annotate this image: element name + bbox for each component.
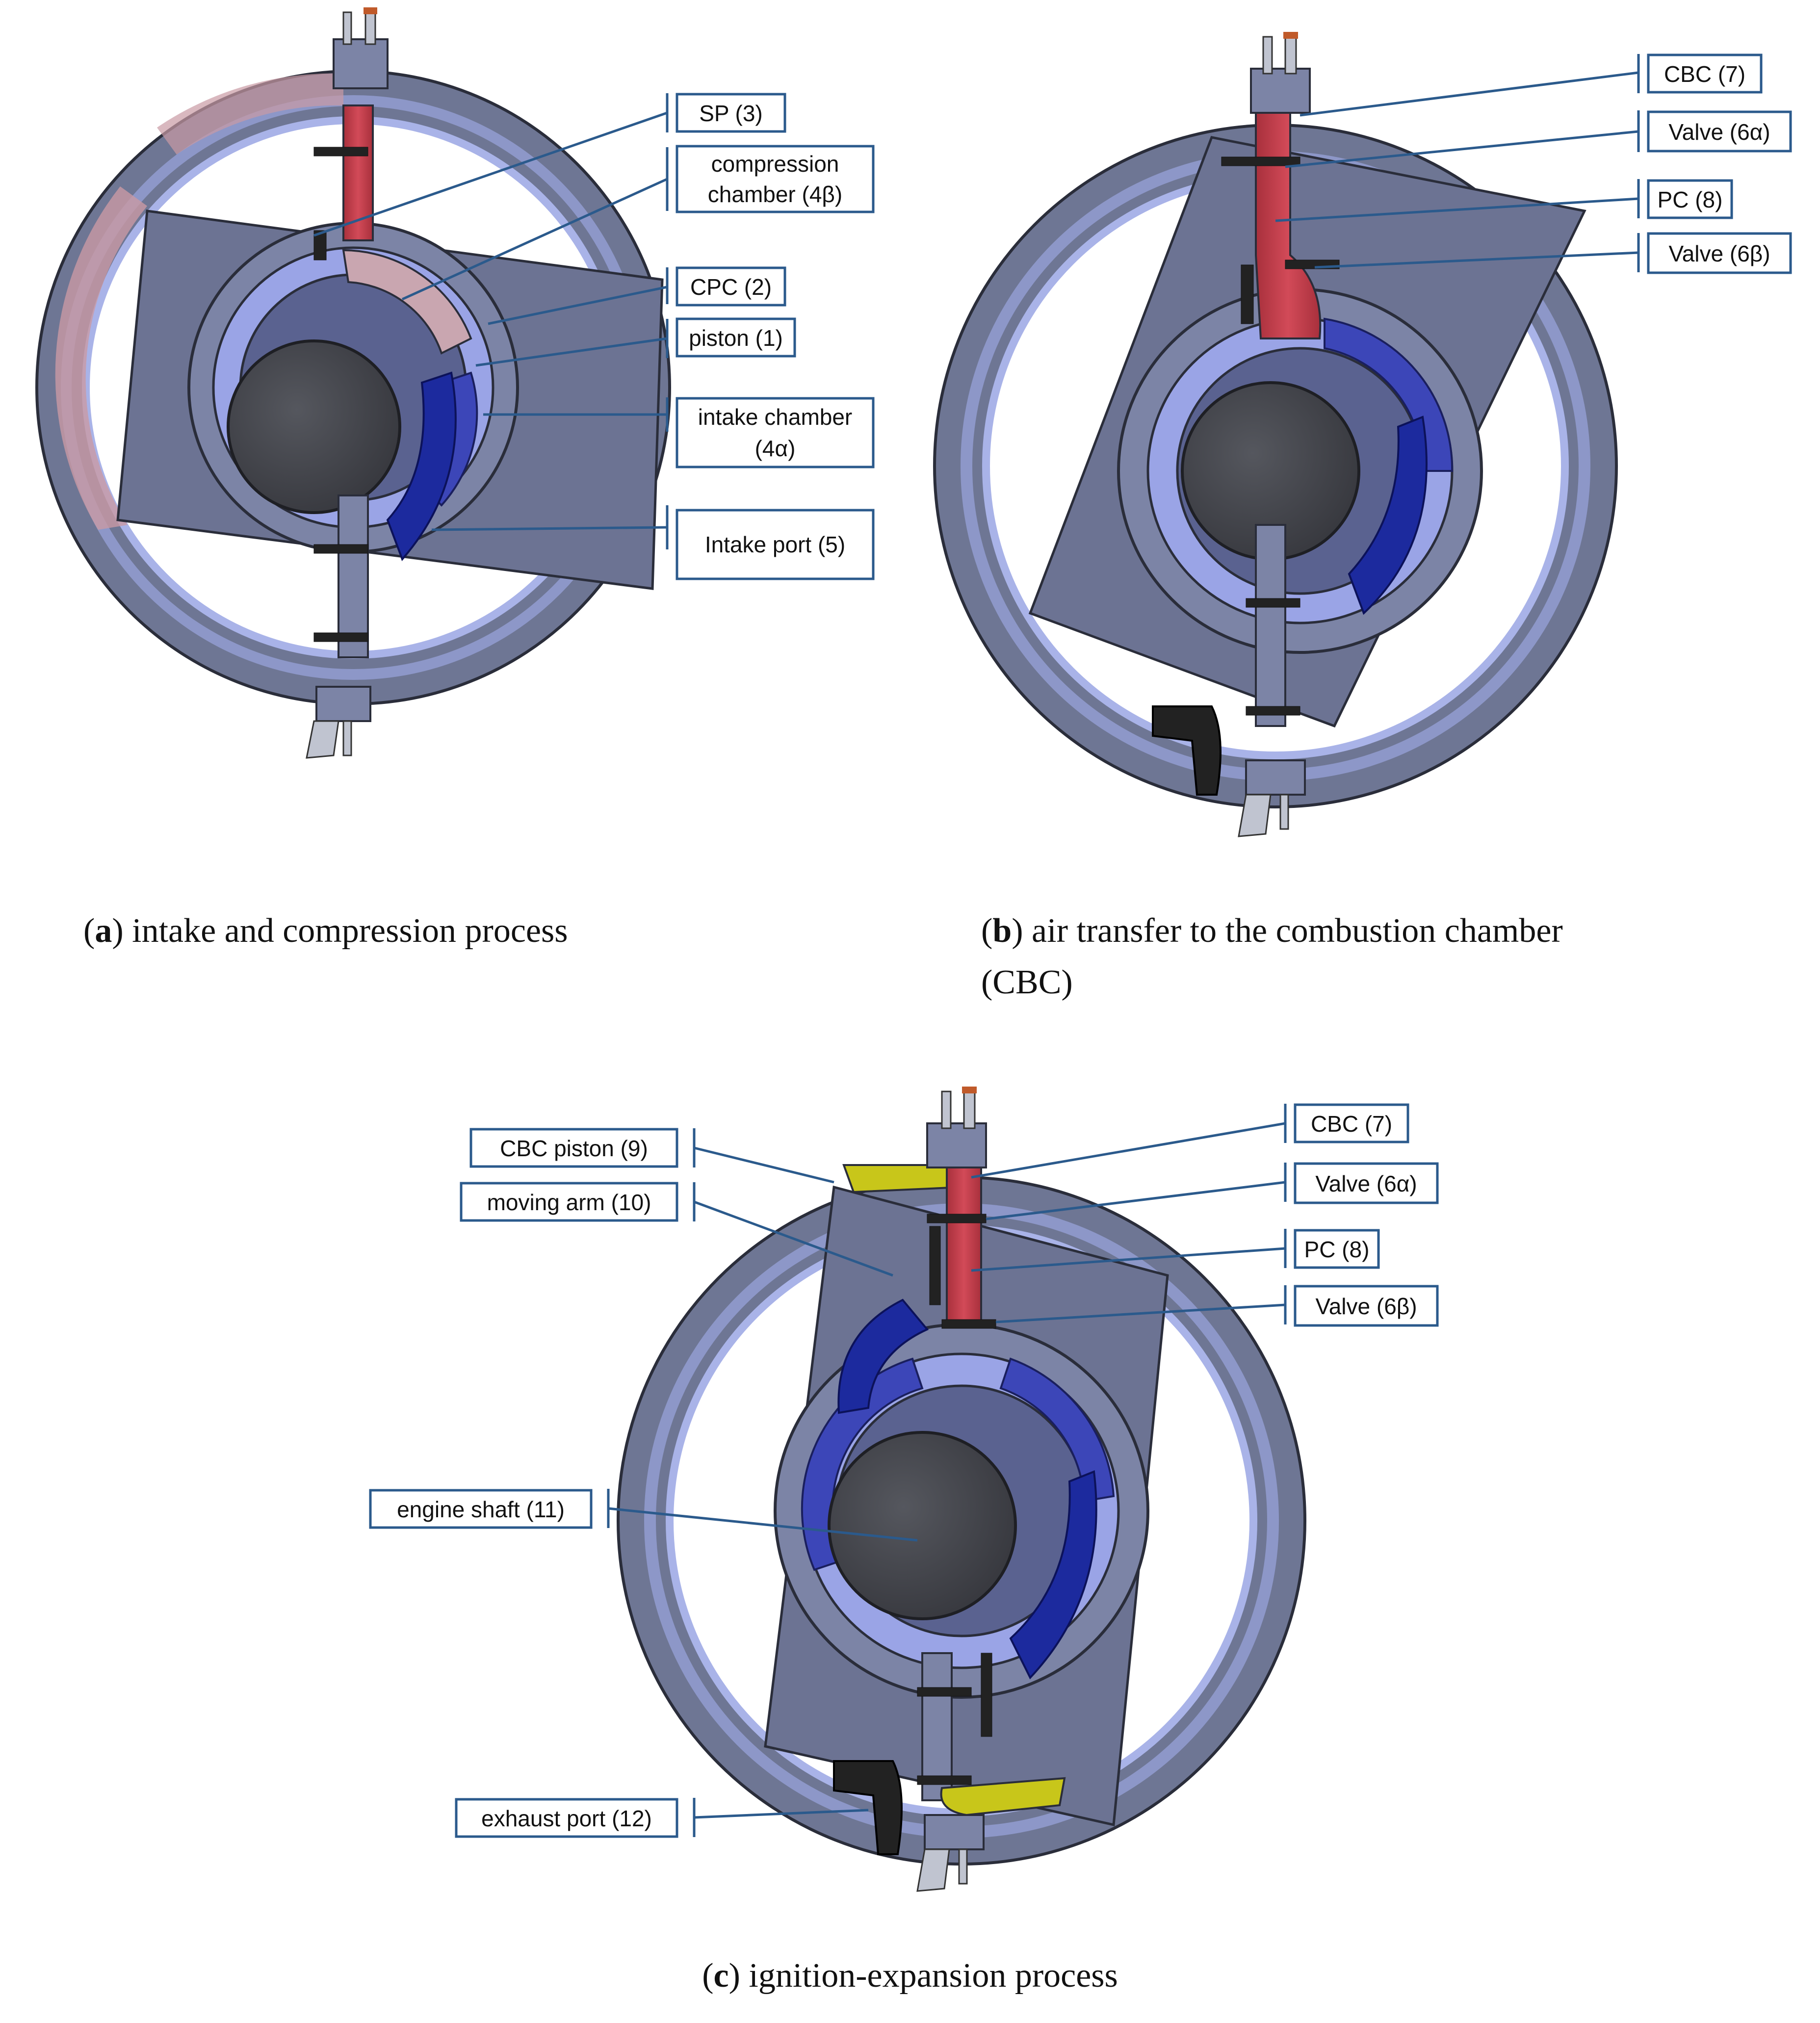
label-intake-chamber: intake chamber (4α) [676, 397, 875, 468]
panel-c-diagram [617, 1087, 1306, 1892]
intake-port-left [837, 1298, 929, 1414]
label-valve-beta: Valve (6β) [1647, 232, 1792, 274]
caption-c-text: ) ignition-expansion process [729, 1957, 1118, 1995]
pc-channel [342, 104, 374, 241]
label-intake-port-text: Intake port (5) [705, 532, 845, 557]
valve-bars [917, 1214, 996, 1785]
label-valve-alpha-text: Valve (6α) [1668, 119, 1770, 145]
label-valve-beta: Valve (6β) [1294, 1285, 1439, 1327]
label-pc: PC (8) [1294, 1229, 1380, 1269]
valve-bars [1221, 156, 1340, 716]
label-cpc: CPC (2) [676, 266, 786, 307]
label-pc-text: PC (8) [1304, 1237, 1370, 1262]
label-exhaust-port: exhaust port (12) [455, 1798, 678, 1838]
label-valve-alpha: Valve (6α) [1294, 1162, 1439, 1204]
caption-b-line2: (CBC) [981, 963, 1073, 1001]
caption-b-letter: b [992, 912, 1012, 950]
caption-b-line1: (b) air transfer to the combustion chamb… [981, 912, 1563, 950]
label-intake-chamber-text-1: intake chamber [698, 404, 853, 430]
top-spark-plug [926, 1087, 987, 1168]
valve-bars [313, 147, 368, 642]
compression-chamber [342, 249, 472, 355]
label-compression-text-1: compression [711, 151, 839, 177]
lower-channel [1255, 524, 1286, 727]
label-valve-beta-text: Valve (6β) [1668, 241, 1770, 266]
panel-b-leader-lines [1275, 54, 1640, 272]
label-cbc: CBC (7) [1647, 53, 1763, 94]
label-cbc-text: CBC (7) [1664, 61, 1745, 87]
top-spark-plug [1250, 32, 1311, 114]
label-moving-arm-text: moving arm (10) [487, 1190, 651, 1215]
label-engine-shaft: engine shaft (11) [369, 1489, 593, 1529]
label-moving-arm: moving arm (10) [460, 1182, 678, 1222]
label-cpc-text: CPC (2) [690, 274, 772, 300]
label-cbc-piston: CBC piston (9) [469, 1128, 678, 1168]
label-compression-chamber: compression chamber (4β) [676, 145, 875, 213]
label-intake-chamber-text-2: (4α) [755, 436, 796, 461]
panel-b-labels: CBC (7) Valve (6α) PC (8) Valve (6β) [1647, 53, 1792, 274]
caption-b-text-1: ) air transfer to the combustion chamber [1012, 912, 1563, 950]
inner-blue-chamber-right [999, 1357, 1115, 1503]
lower-channel [338, 494, 369, 658]
panel-a-labels: SP (3) compression chamber (4β) CPC (2) … [676, 93, 875, 580]
bottom-spark-plug [916, 1814, 985, 1892]
label-cbc-piston-text: CBC piston (9) [500, 1136, 648, 1161]
caption-c: (c) ignition-expansion process [702, 1957, 1118, 1995]
label-piston-text: piston (1) [689, 325, 783, 351]
label-valve-beta-text: Valve (6β) [1315, 1294, 1417, 1319]
caption-a-letter: a [95, 912, 112, 950]
intake-port-right [1009, 1470, 1097, 1680]
engine-shaft [227, 339, 401, 514]
panel-c-leader-lines [607, 1104, 1287, 1837]
caption-c-letter: c [714, 1957, 729, 1995]
label-sp-text: SP (3) [699, 101, 763, 126]
upper-chamber-arc [157, 73, 343, 155]
engine-shaft [828, 1431, 1017, 1620]
label-intake-port: Intake port (5) [676, 509, 875, 580]
compression-arc-chamber [55, 186, 147, 530]
label-pc-text: PC (8) [1658, 187, 1723, 212]
label-cbc: CBC (7) [1294, 1103, 1409, 1143]
bottom-spark-plug [306, 686, 371, 759]
label-pc: PC (8) [1647, 179, 1733, 219]
label-piston: piston (1) [676, 317, 796, 358]
exhaust-port [1152, 705, 1222, 796]
label-sp: SP (3) [676, 93, 786, 133]
label-engine-shaft-text: engine shaft (11) [397, 1497, 565, 1522]
caption-a: (a) intake and compression process [83, 912, 568, 950]
panel-b-diagram [933, 32, 1618, 837]
top-spark-plug [333, 7, 389, 89]
bottom-spark-plug [1238, 759, 1306, 837]
label-exhaust-port-text: exhaust port (12) [481, 1806, 652, 1831]
exhaust-port [833, 1760, 903, 1855]
panel-c-labels: CBC piston (9) moving arm (10) engine sh… [369, 1103, 1439, 1838]
cbc-piston-bottom [940, 1777, 1066, 1816]
label-valve-alpha: Valve (6α) [1647, 110, 1792, 153]
panel-a-diagram [35, 7, 671, 759]
intake-port [1348, 415, 1428, 615]
label-valve-alpha-text: Valve (6α) [1315, 1171, 1417, 1196]
caption-a-text: ) intake and compression process [112, 912, 568, 950]
label-compression-text-2: chamber (4β) [708, 182, 842, 207]
panel-a-leader-lines [313, 93, 669, 549]
intake-port [386, 371, 457, 561]
label-cbc-text: CBC (7) [1311, 1111, 1392, 1137]
pc-channel-red [946, 1164, 982, 1323]
